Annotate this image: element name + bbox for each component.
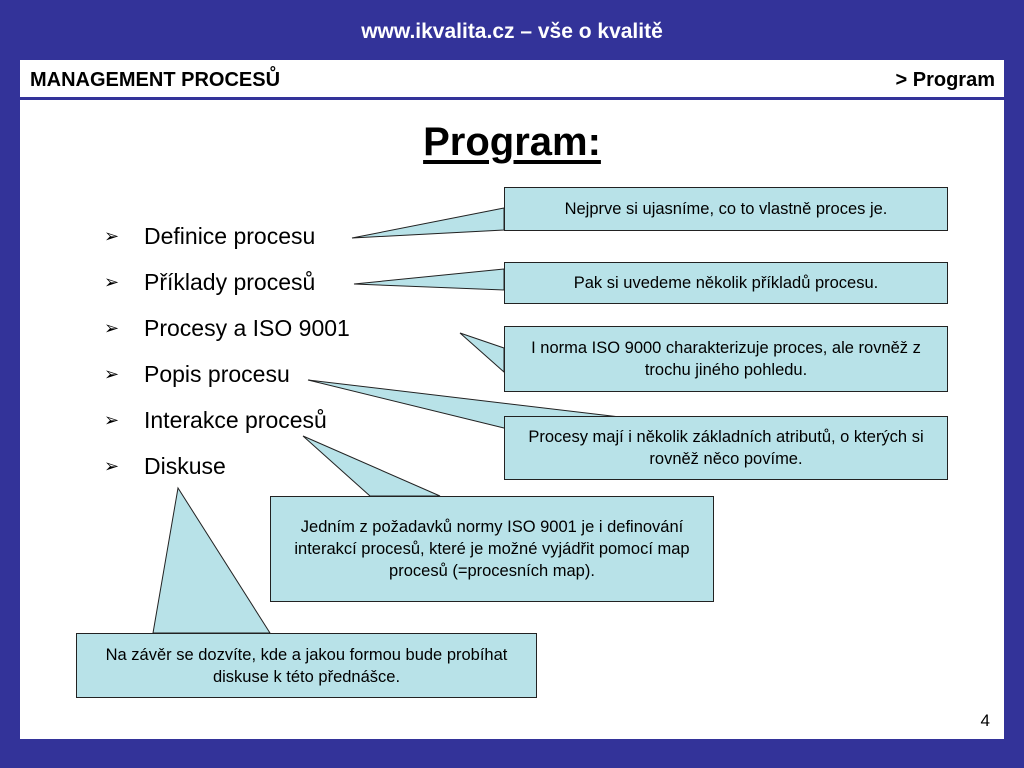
callout-definition: Nejprve si ujasníme, co to vlastně proce… — [504, 187, 948, 231]
breadcrumb: > Program — [895, 69, 995, 91]
page-title: Program: — [423, 120, 601, 164]
arrow-bullet-icon: ➢ — [104, 318, 120, 338]
pointer-5 — [302, 435, 441, 497]
header-bar: MANAGEMENT PROCESŮ > Program — [20, 60, 1004, 100]
pointer-1 — [351, 207, 505, 239]
site-title: www.ikvalita.cz – vše o kvalitě — [361, 20, 663, 43]
arrow-bullet-icon: ➢ — [104, 364, 120, 384]
list-item: ➢Definice procesu — [104, 223, 316, 249]
page-number: 4 — [980, 711, 990, 730]
list-item: ➢Diskuse — [104, 453, 226, 479]
callout-interaction: Jedním z požadavků normy ISO 9001 je i d… — [270, 496, 714, 602]
list-item: ➢Interakce procesů — [104, 407, 327, 433]
arrow-bullet-icon: ➢ — [104, 410, 120, 430]
list-item: ➢Popis procesu — [104, 361, 290, 387]
callout-discussion: Na závěr se dozvíte, kde a jakou formou … — [76, 633, 537, 698]
arrow-bullet-icon: ➢ — [104, 456, 120, 476]
pointer-6 — [152, 486, 271, 634]
arrow-bullet-icon: ➢ — [104, 226, 120, 246]
list-item: ➢Procesy a ISO 9001 — [104, 315, 350, 341]
section-title: MANAGEMENT PROCESŮ — [30, 69, 281, 91]
pointer-2 — [353, 268, 505, 291]
callout-iso: I norma ISO 9000 charakterizuje proces, … — [504, 326, 948, 392]
callout-attributes: Procesy mají i několik základních atribu… — [504, 416, 948, 480]
callout-examples: Pak si uvedeme několik příkladů procesu. — [504, 262, 948, 304]
pointer-3 — [459, 332, 505, 374]
slide: MANAGEMENT PROCESŮ > Program Program: ➢D… — [20, 60, 1004, 739]
arrow-bullet-icon: ➢ — [104, 272, 120, 292]
list-item: ➢Příklady procesů — [104, 269, 316, 295]
